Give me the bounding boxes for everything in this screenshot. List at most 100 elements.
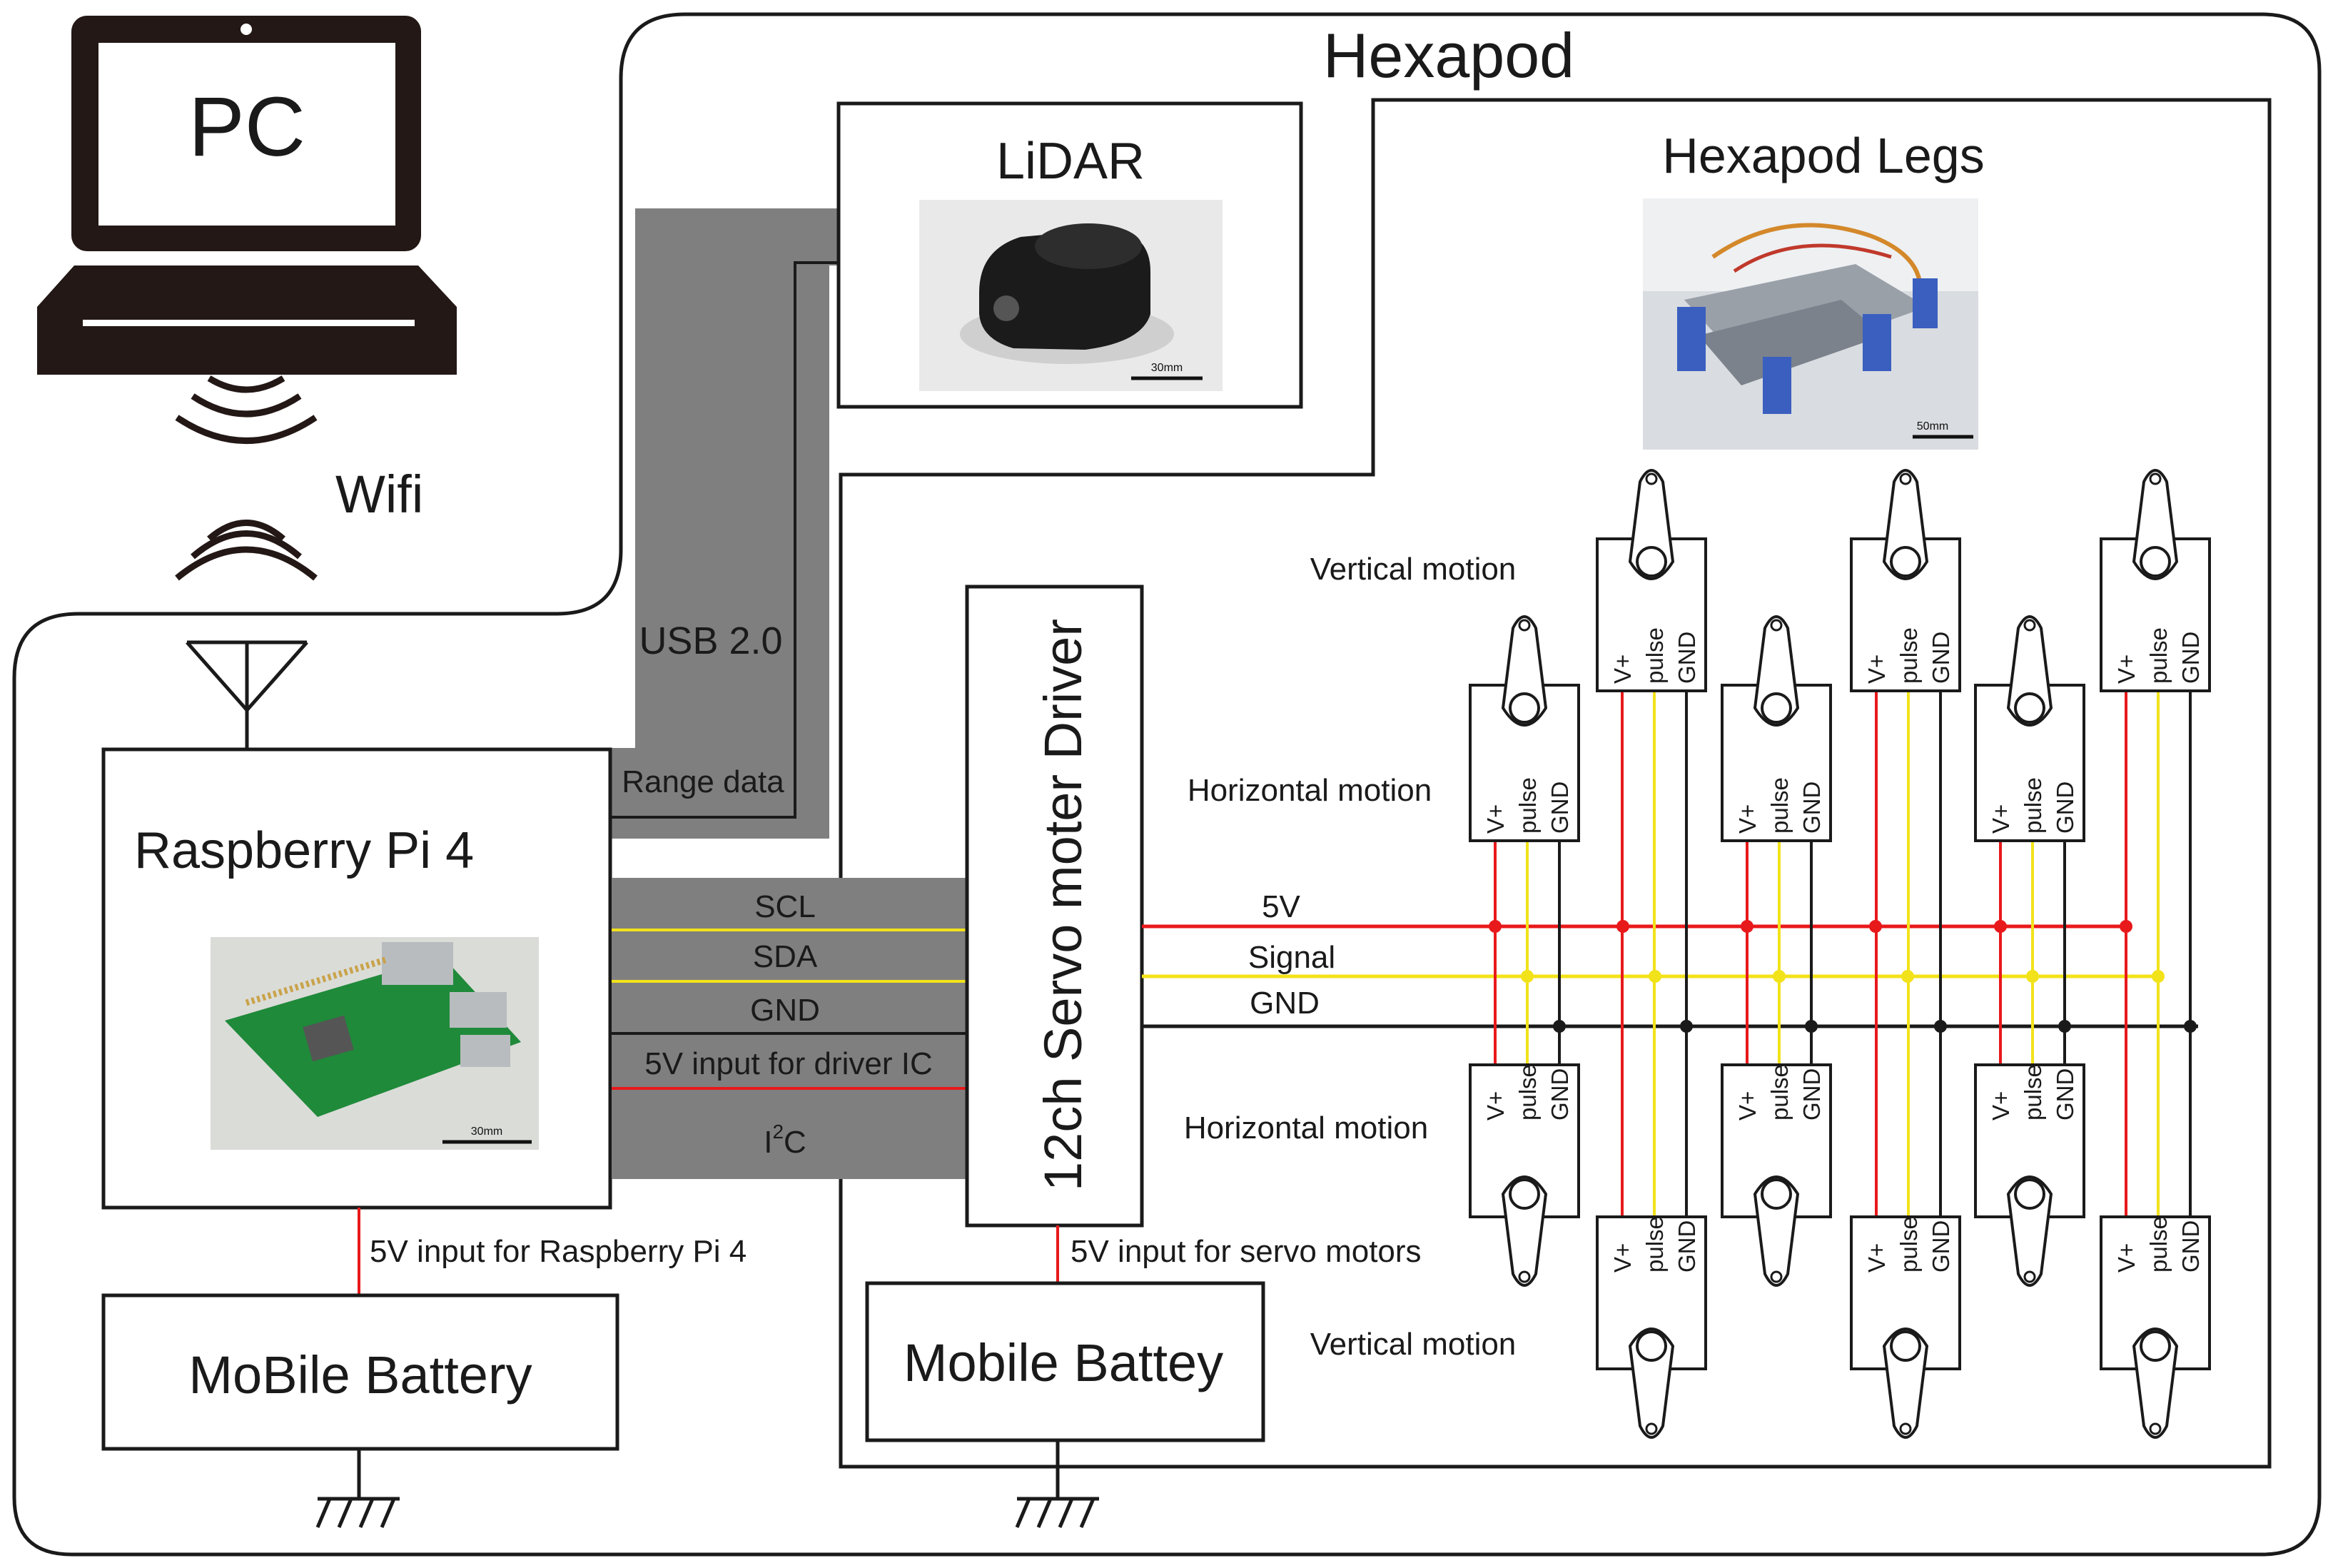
servo-pin-pulse-label: pulse xyxy=(2020,1064,2046,1121)
servo-hole-icon xyxy=(1518,619,1531,632)
vertical-motion-bottom-label: Vertical motion xyxy=(1310,1327,1517,1362)
servo-shaft-icon xyxy=(1509,1178,1540,1210)
raspberry-pi-photo xyxy=(211,937,539,1150)
servo-hole-icon xyxy=(1645,472,1658,485)
bus-5v-junction xyxy=(1741,920,1753,933)
usb-cable xyxy=(612,208,839,839)
servo-pin-pulse-label: pulse xyxy=(2020,777,2046,834)
servo-hole-icon xyxy=(1645,1422,1658,1435)
servo-pin-pulse-label: pulse xyxy=(2145,1216,2172,1273)
legs-photo xyxy=(1643,198,1978,450)
rpi-power-label: 5V input for Raspberry Pi 4 xyxy=(370,1234,747,1269)
bus-gnd-junction xyxy=(2184,1020,2197,1033)
antenna-icon xyxy=(186,640,308,749)
bus-5v-junction xyxy=(2120,920,2132,933)
servo-hole-icon xyxy=(2149,1422,2162,1435)
servo-shaft-icon xyxy=(1890,546,1921,577)
mobile-battery-left-label: MoBile Battery xyxy=(188,1345,532,1405)
pc-label: PC xyxy=(188,80,305,174)
servo-hole-icon xyxy=(2023,619,2036,632)
sda-label: SDA xyxy=(753,939,818,974)
servo-pin-vplus-label: V+ xyxy=(1482,1091,1509,1121)
servo-pin-gnd-label: GND xyxy=(2177,632,2204,684)
wifi-signal-icon xyxy=(175,375,318,581)
bus-5v-junction xyxy=(1616,920,1629,933)
i2c-bus xyxy=(612,878,967,1179)
lidar-photo xyxy=(919,200,1223,391)
servo-pin-vplus-label: V+ xyxy=(1734,804,1761,834)
servo-hole-icon xyxy=(1518,1270,1531,1283)
range-data-label: Range data xyxy=(622,764,784,799)
horizontal-motion-top-label: Horizontal motion xyxy=(1188,773,1432,808)
raspberry-pi-scale-label: 30mm xyxy=(471,1126,502,1138)
servo-pin-pulse-label: pulse xyxy=(1641,627,1668,684)
bus-gnd-junction xyxy=(1934,1020,1947,1033)
legs-title: Hexapod Legs xyxy=(1662,128,1984,183)
servo-shaft-icon xyxy=(1761,1178,1792,1210)
servo-shaft-icon xyxy=(2014,692,2045,724)
servo-shaft-icon xyxy=(1636,546,1667,577)
servo-pin-gnd-label: GND xyxy=(1674,632,1700,684)
servo-pin-gnd-label: GND xyxy=(2052,782,2078,834)
servo-pin-pulse-label: pulse xyxy=(1514,1064,1541,1121)
wifi-label: Wifi xyxy=(335,465,423,524)
servo-driver-box xyxy=(965,585,1144,1228)
mobile-battery-left-box xyxy=(101,1293,619,1451)
servo-pin-gnd-label: GND xyxy=(1798,782,1825,834)
bus-signal-label: Signal xyxy=(1248,940,1335,975)
servo-pin-gnd-label: GND xyxy=(1674,1220,1700,1273)
laptop-icon xyxy=(37,16,457,375)
servo-pin-gnd-label: GND xyxy=(1798,1068,1825,1121)
servo-pin-pulse-label: pulse xyxy=(1641,1216,1668,1273)
raspberry-pi-title: Raspberry Pi 4 xyxy=(134,822,474,879)
servo-pin-vplus-label: V+ xyxy=(1988,804,2014,834)
hexapod-boundary xyxy=(12,12,2322,1557)
servo-pin-pulse-label: pulse xyxy=(1896,1216,1922,1273)
servo-pin-gnd-label: GND xyxy=(2177,1220,2204,1273)
servo-pin-gnd-label: GND xyxy=(1547,782,1573,834)
servo-shaft-icon xyxy=(1890,1330,1921,1362)
bus-gnd-junction xyxy=(1553,1020,1566,1033)
lidar-scale-label: 30mm xyxy=(1151,362,1183,374)
mobile-battery-right-box xyxy=(865,1281,1265,1442)
servo-pin-pulse-label: pulse xyxy=(1766,777,1793,834)
servo-pin-vplus-label: V+ xyxy=(1863,1243,1890,1273)
bus-5v-label: 5V xyxy=(1262,889,1300,924)
bus-gnd-junction xyxy=(2058,1020,2071,1033)
servo-pin-vplus-label: V+ xyxy=(1734,1091,1761,1121)
driver-5v-label: 5V input for driver IC xyxy=(644,1046,933,1081)
servo-hole-icon xyxy=(1770,619,1783,632)
bus-signal-junction xyxy=(1901,970,1914,983)
legs-scale-label: 50mm xyxy=(1917,420,1948,433)
servo-shaft-icon xyxy=(2140,1330,2171,1362)
servo-shaft-icon xyxy=(1761,692,1792,724)
legs-compartment xyxy=(839,98,2272,1469)
servo-pin-gnd-label: GND xyxy=(1547,1068,1573,1121)
servo-driver-title: 12ch Servo moter Driver xyxy=(1033,619,1093,1191)
servo-hole-icon xyxy=(1899,472,1912,485)
bus-gnd-junction xyxy=(1680,1020,1693,1033)
scl-label: SCL xyxy=(754,889,816,924)
servo-hole-icon xyxy=(2149,472,2162,485)
bus-5v-junction xyxy=(1489,920,1502,933)
servo-hole-icon xyxy=(1899,1422,1912,1435)
servo-power-label: 5V input for servo motors xyxy=(1071,1234,1422,1269)
servo-pin-vplus-label: V+ xyxy=(1863,654,1890,684)
servo-pin-gnd-label: GND xyxy=(1928,1220,1954,1273)
servo-pin-pulse-label: pulse xyxy=(1514,777,1541,834)
bus-gnd-label: GND xyxy=(750,993,820,1028)
bus-signal-junction xyxy=(2152,970,2165,983)
servo-pin-vplus-label: V+ xyxy=(1482,804,1509,834)
lidar-title: LiDAR xyxy=(996,133,1145,190)
bus-gnd-junction xyxy=(1805,1020,1818,1033)
bus-signal-junction xyxy=(1649,970,1661,983)
hexapod-title: Hexapod xyxy=(1323,20,1574,91)
usb-label: USB 2.0 xyxy=(639,619,782,662)
bus-gnd-label-right: GND xyxy=(1250,986,1320,1021)
vertical-motion-top-label: Vertical motion xyxy=(1310,552,1517,587)
bus-5v-junction xyxy=(1994,920,2007,933)
servo-pin-vplus-label: V+ xyxy=(2113,1243,2140,1273)
ground-right-icon xyxy=(1015,1440,1099,1528)
